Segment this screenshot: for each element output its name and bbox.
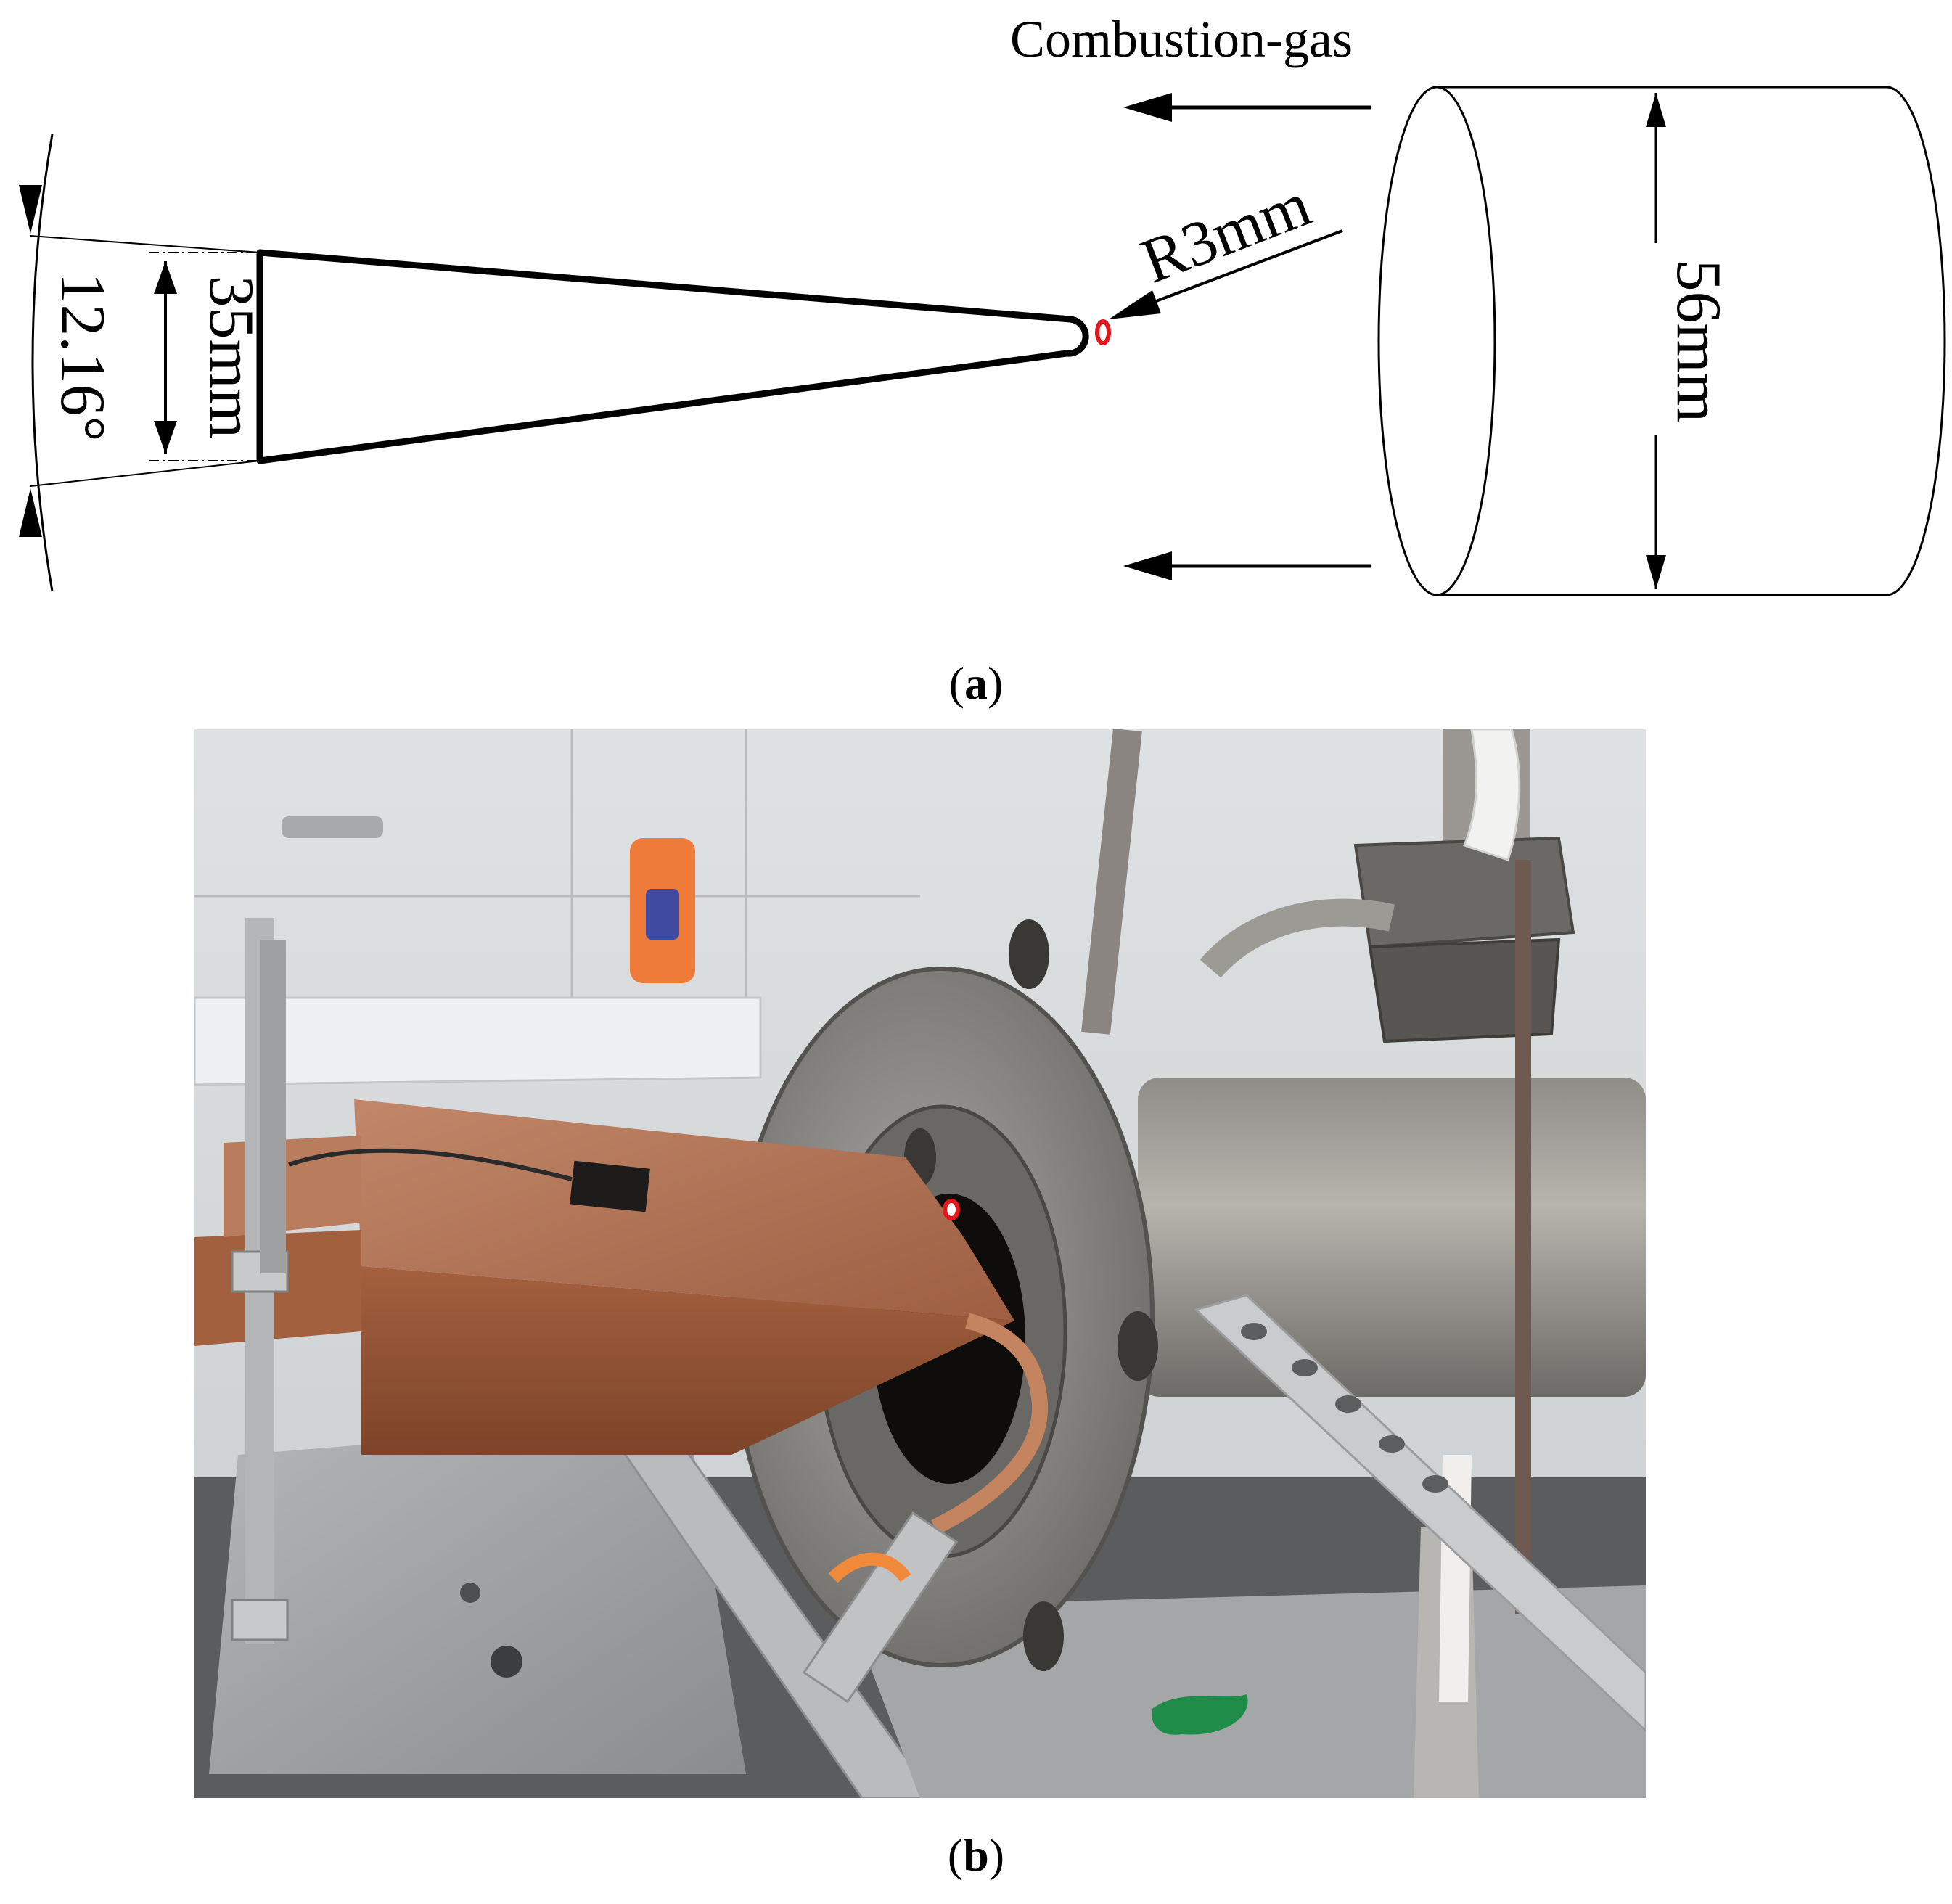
caption-b: (b) <box>947 1829 1005 1881</box>
perforated-bar <box>1194 1294 1646 1733</box>
hex-nut-lower <box>1368 937 1561 1043</box>
sink <box>194 996 762 1086</box>
combustor-pipe <box>1138 1078 1646 1397</box>
braided-hose <box>1200 898 1395 978</box>
flow-arrow-bottom <box>1123 551 1371 580</box>
angle-dimension-arc <box>19 134 54 592</box>
caption-a: (a) <box>948 657 1004 709</box>
copper-base-block <box>224 1136 361 1237</box>
wall-tiles <box>194 729 920 1019</box>
perforated-bar-holes <box>1241 1323 1448 1493</box>
radius-leader <box>1109 229 1343 319</box>
angle-label: 12.16° <box>47 272 118 441</box>
radius-arrow <box>1109 290 1161 319</box>
schematic-diagram: 12.16° 35mm R3mm Combustion-gas 56mm <box>19 10 1946 596</box>
nozzle-cylinder <box>1377 86 1946 596</box>
copper-wedge-top <box>354 1099 1014 1321</box>
threaded-stud-rear <box>260 940 286 1273</box>
bolt-hole-top <box>1009 919 1049 989</box>
copper-cooling-tube <box>931 1313 1049 1535</box>
test-rig-photo <box>194 729 1646 1798</box>
flow-label: Combustion-gas <box>1010 10 1353 68</box>
leading-edge-marker <box>1095 319 1111 345</box>
caption-b-letter: b <box>963 1829 989 1881</box>
tube-fitting <box>802 1511 959 1704</box>
orange-hose-clip <box>828 1552 911 1583</box>
base-width-label: 35mm <box>196 276 266 439</box>
wedge-outline <box>256 249 1089 464</box>
probe-rod <box>1515 860 1531 1614</box>
angle-arrow-bottom <box>19 488 42 537</box>
base-width-dimension <box>154 261 177 454</box>
bolt-hole-right <box>1118 1311 1158 1381</box>
sensor-lead-wire <box>288 1148 573 1181</box>
flow-arrow-top <box>1123 93 1371 122</box>
radius-label: R3mm <box>1133 169 1320 297</box>
green-cloth <box>1152 1694 1248 1735</box>
angle-arrow-top <box>19 185 42 234</box>
caption-a-letter: a <box>964 657 988 709</box>
angle-extension-lines <box>30 235 261 487</box>
leading-edge-marker-photo <box>943 1199 960 1220</box>
copper-wedge <box>194 1099 1014 1455</box>
heat-flux-sensor <box>570 1160 650 1212</box>
thermocouple-sleeve <box>1463 729 1521 861</box>
diameter-dimension <box>1646 93 1666 589</box>
diameter-label: 56mm <box>1663 260 1734 423</box>
support-rod <box>1081 729 1142 1035</box>
spray-bottle <box>630 838 695 983</box>
faucet <box>282 816 383 838</box>
copper-wedge-side <box>361 1266 1014 1455</box>
bolt-hole-bottom <box>1023 1601 1064 1671</box>
